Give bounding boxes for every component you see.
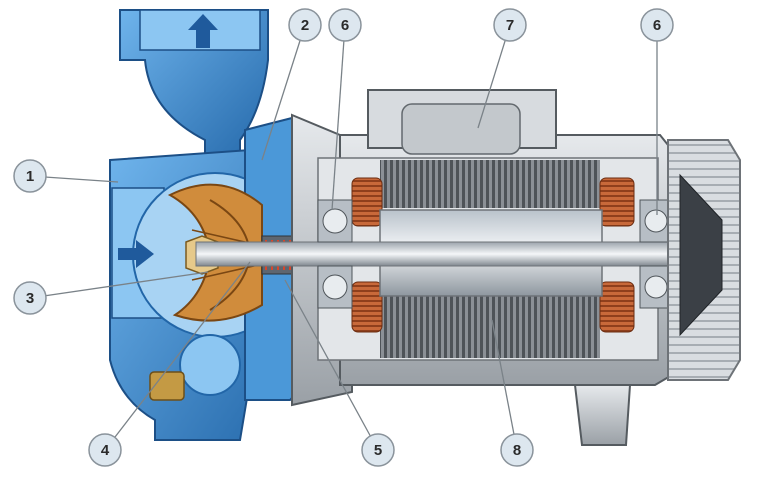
callout-3-circle <box>13 281 47 315</box>
callout-5-label: 5 <box>374 442 382 459</box>
callout-2-circle <box>288 8 322 42</box>
winding-front-top <box>351 177 383 227</box>
callout-3-label: 3 <box>26 290 34 307</box>
callout-7-label: 7 <box>506 17 514 34</box>
winding-front-bottom <box>351 281 383 333</box>
callout-6b-label: 6 <box>653 17 661 34</box>
callout-2-label: 2 <box>301 17 309 34</box>
capacitor <box>401 103 521 155</box>
bearing-front <box>317 199 353 309</box>
callout-6a-label: 6 <box>341 17 349 34</box>
callout-1-label: 1 <box>26 168 34 185</box>
fan-cover <box>667 139 741 381</box>
cooling-fan <box>679 173 723 337</box>
callouts: 1 2 3 4 5 6 6 7 8 <box>13 8 674 467</box>
callout-7-circle <box>493 8 527 42</box>
stator-core-bottom <box>380 296 600 358</box>
inlet-arrow-icon <box>118 240 154 268</box>
callout-5-leader-line <box>284 279 379 451</box>
callout-5-circle <box>361 433 395 467</box>
bearing-rear <box>639 199 673 309</box>
volute-lower-passage <box>179 334 241 396</box>
callout-4-circle <box>88 433 122 467</box>
winding-rear-top <box>599 177 635 227</box>
callout-4-leader-line <box>104 261 251 451</box>
callout-7-leader-line <box>477 24 511 129</box>
callout-8-leader-line <box>491 319 518 451</box>
stator-core-top <box>380 160 600 208</box>
callout-3-leader-line <box>29 271 209 299</box>
winding-rear-bottom <box>599 281 635 333</box>
motor-foot <box>573 384 632 446</box>
callout-2-leader-line <box>261 24 306 161</box>
shaft <box>195 241 732 267</box>
callout-6a-leader-line <box>331 24 346 211</box>
callout-8-label: 8 <box>513 442 521 459</box>
callout-6b-circle <box>640 8 674 42</box>
drain-plug <box>149 371 185 401</box>
callout-1-circle <box>13 159 47 193</box>
callout-8-circle <box>500 433 534 467</box>
callout-6a-circle <box>328 8 362 42</box>
callout-4-label: 4 <box>101 442 110 459</box>
outlet-arrow-icon <box>188 14 218 48</box>
